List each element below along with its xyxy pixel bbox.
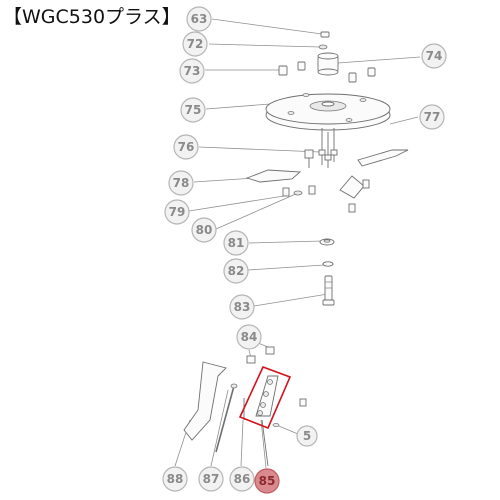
callout-82-label: 82 — [228, 264, 245, 278]
part-77-blade-right — [339, 149, 409, 199]
callout-5-label: 5 — [303, 429, 311, 443]
callout-74[interactable]: 74 — [421, 43, 447, 69]
part-75-disc — [265, 93, 391, 131]
callout-85-highlighted[interactable]: 85 — [254, 468, 280, 494]
callout-78[interactable]: 78 — [168, 170, 194, 196]
callout-76[interactable]: 76 — [173, 134, 199, 160]
callout-72-label: 72 — [187, 37, 204, 51]
callout-84-label: 84 — [241, 330, 258, 344]
callout-80[interactable]: 80 — [191, 217, 217, 243]
part-83-bolt — [322, 275, 335, 306]
part-81-washer — [319, 238, 335, 246]
callout-63[interactable]: 63 — [186, 6, 212, 32]
callout-77-label: 77 — [424, 110, 441, 124]
callout-63-label: 63 — [191, 12, 208, 26]
part-5-small-part — [272, 398, 307, 427]
part-73-nuts — [278, 61, 376, 83]
callout-78-label: 78 — [173, 176, 190, 190]
callout-75-label: 75 — [185, 103, 202, 117]
callout-84[interactable]: 84 — [236, 324, 262, 350]
callout-81[interactable]: 81 — [223, 230, 249, 256]
callout-73[interactable]: 73 — [179, 58, 205, 84]
callout-87-label: 87 — [203, 472, 220, 486]
part-87-rod — [215, 383, 238, 453]
callout-72[interactable]: 72 — [182, 31, 208, 57]
callout-79[interactable]: 79 — [164, 199, 190, 225]
page-title: 【WGC530プラス】 — [3, 6, 181, 28]
highlight-box-part-85 — [238, 365, 292, 430]
callout-73-label: 73 — [184, 64, 201, 78]
callout-74-label: 74 — [426, 49, 443, 63]
callout-5[interactable]: 5 — [296, 425, 318, 447]
part-85-plate-assembly — [255, 375, 279, 467]
callout-86-label: 86 — [234, 472, 251, 486]
callout-82[interactable]: 82 — [223, 258, 249, 284]
part-82-washer — [322, 261, 334, 267]
callout-86[interactable]: 86 — [229, 466, 255, 492]
callout-81-label: 81 — [228, 236, 245, 250]
callout-88-label: 88 — [167, 472, 184, 486]
part-72-washer — [318, 44, 328, 50]
callout-87[interactable]: 87 — [198, 466, 224, 492]
callout-80-label: 80 — [196, 223, 213, 237]
callout-77[interactable]: 77 — [419, 104, 445, 130]
callout-83-label: 83 — [234, 300, 251, 314]
callout-83[interactable]: 83 — [229, 294, 255, 320]
part-74-collar — [317, 52, 339, 76]
part-88-bracket — [183, 361, 227, 441]
callout-75[interactable]: 75 — [180, 97, 206, 123]
part-63-pin — [320, 31, 330, 38]
callout-79-label: 79 — [169, 205, 186, 219]
part-84-nuts — [246, 346, 275, 364]
part-78-blade-left — [245, 169, 302, 183]
part-76-bolts — [304, 128, 338, 168]
callout-88[interactable]: 88 — [162, 466, 188, 492]
callout-85-label: 85 — [259, 474, 276, 488]
part-79-80-hardware — [282, 179, 370, 213]
callout-76-label: 76 — [178, 140, 195, 154]
